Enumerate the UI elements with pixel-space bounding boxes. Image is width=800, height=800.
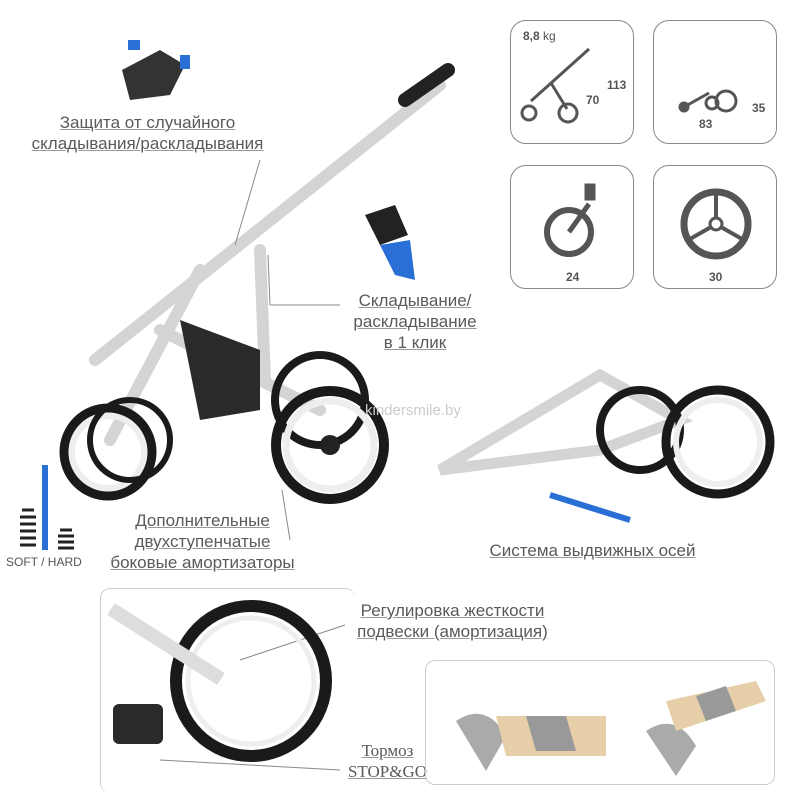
front-wheel	[59, 397, 173, 501]
stroller-side-icon	[520, 47, 591, 124]
seat-height: 70	[586, 93, 600, 107]
soft-hard-label: SOFT / HARD	[6, 555, 82, 569]
label-line: Защита от случайного	[59, 113, 236, 132]
handle-height: 113	[607, 78, 627, 92]
brake-demo-panel	[425, 660, 775, 785]
weight-unit: kg	[543, 29, 556, 43]
label-line: в 1 клик	[383, 333, 447, 352]
brake-demo-image	[456, 681, 766, 776]
folded-icon	[678, 89, 738, 113]
axle-system-label: Система выдвижных осей	[470, 540, 715, 561]
card-front-wheel: 24	[510, 165, 634, 289]
watermark: kindersmile.by	[365, 402, 461, 419]
front-wheel-icon	[544, 183, 596, 257]
label-line: STOP&GO	[347, 762, 428, 781]
card-weight-height: 8,8 kg 70 113	[510, 20, 634, 144]
label-line: Регулировка жесткости	[360, 601, 545, 620]
suspension-label: Регулировка жесткости подвески (амортиза…	[335, 600, 570, 642]
folded-length: 83	[699, 117, 713, 131]
brake-label: Тормоз STOP&GO	[330, 740, 445, 782]
label-line: Складывание/	[358, 291, 472, 310]
label-line: двухступенчатые	[134, 532, 271, 551]
label-line: Система выдвижных осей	[489, 541, 696, 560]
shock-absorber-parts	[20, 465, 74, 550]
label-line: боковые амортизаторы	[110, 553, 295, 572]
rear-wheel-size: 30	[709, 270, 723, 284]
one-click-fold-label: Складывание/ раскладывание в 1 клик	[335, 290, 495, 353]
card-folded-size: 83 35	[653, 20, 777, 144]
label-line: раскладывание	[353, 312, 477, 331]
wheel-detail-image	[107, 600, 332, 762]
weight-value: 8,8	[523, 29, 540, 43]
rear-wheel-icon	[680, 188, 752, 260]
label-line: Тормоз	[361, 741, 414, 760]
folded-stroller	[437, 368, 775, 523]
fold-click-part	[365, 205, 415, 280]
fold-protection-label: Защита от случайного складывания/расклад…	[10, 112, 285, 154]
folded-height: 35	[752, 101, 766, 115]
label-line: Дополнительные	[135, 511, 270, 530]
suspension-detail-panel	[100, 588, 355, 793]
shock-absorbers-label: Дополнительные двухступенчатые боковые а…	[90, 510, 315, 573]
rear-wheel	[271, 351, 389, 504]
label-line: складывания/раскладывания	[31, 134, 264, 153]
card-rear-wheel: 30	[653, 165, 777, 289]
front-wheel-size: 24	[566, 270, 580, 284]
label-line: подвески (амортизация)	[357, 622, 548, 641]
fold-lock-part	[122, 40, 190, 100]
